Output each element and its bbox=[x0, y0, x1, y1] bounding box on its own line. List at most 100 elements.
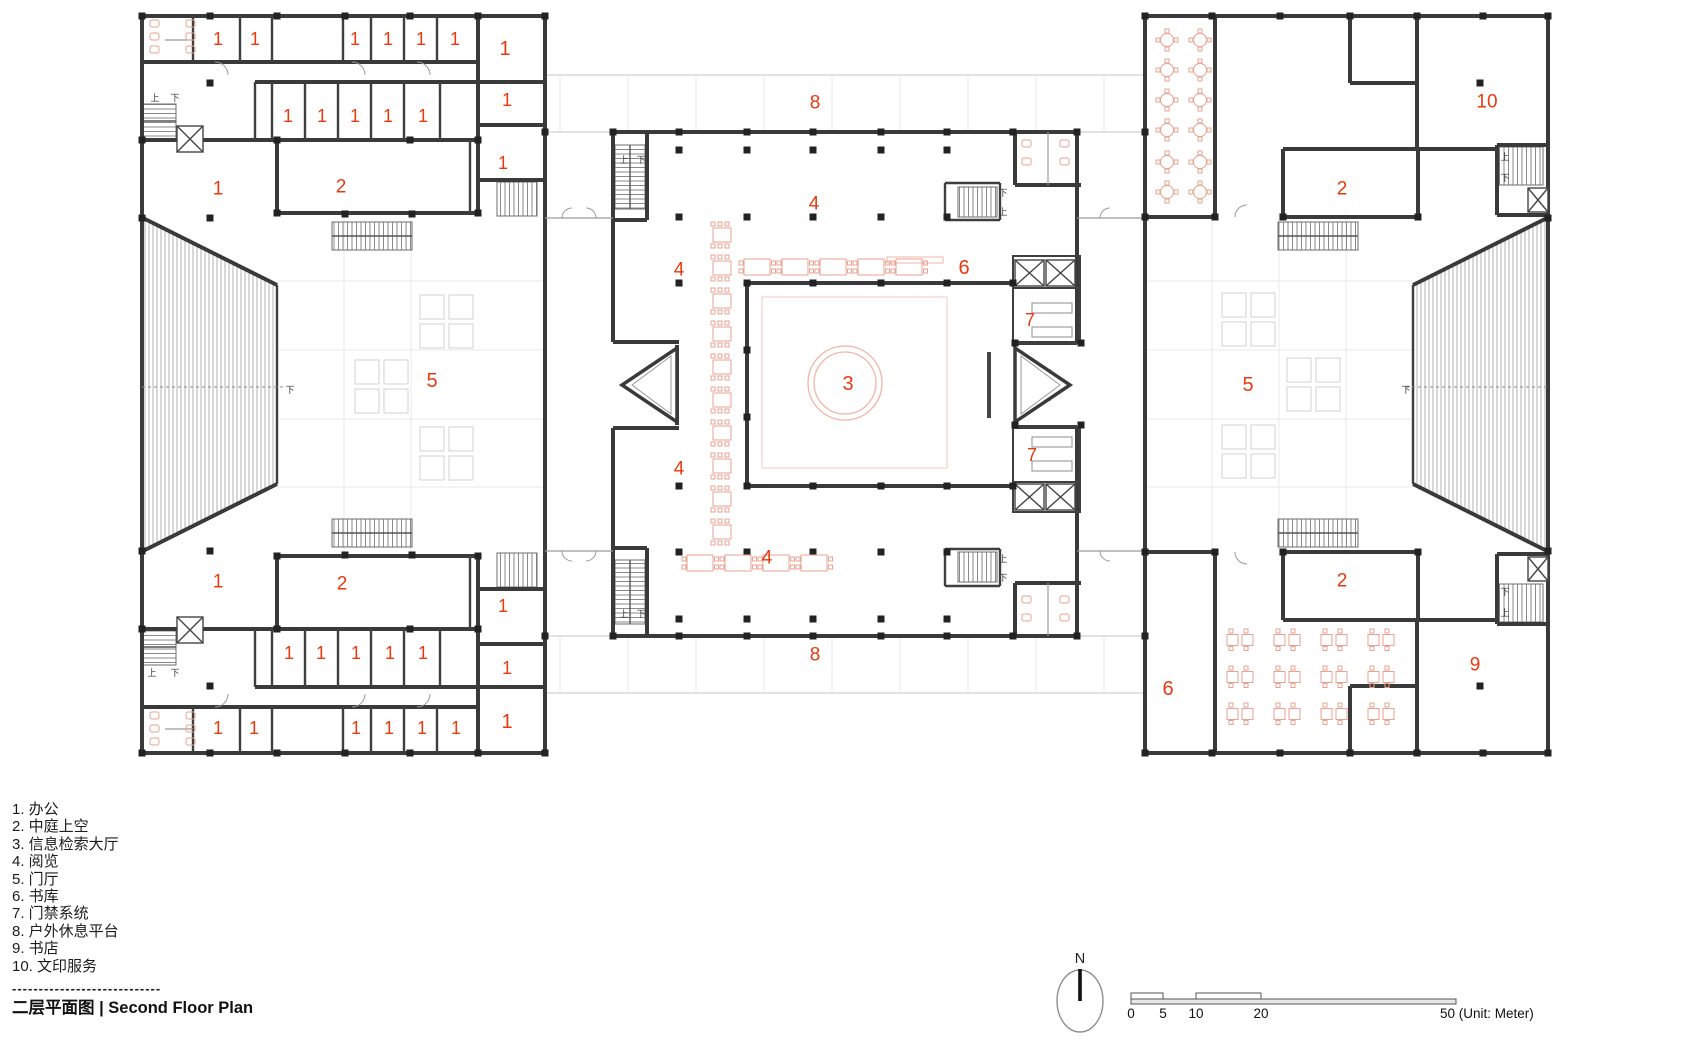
furniture-symbol bbox=[1193, 155, 1207, 169]
furniture-symbol bbox=[1273, 708, 1286, 720]
structural-column bbox=[1413, 749, 1421, 757]
room-label: 7 bbox=[1027, 445, 1037, 465]
stair-direction-label: 上 bbox=[147, 668, 156, 678]
toilet-fixture bbox=[185, 45, 196, 54]
furniture-symbol bbox=[814, 260, 820, 266]
structural-column bbox=[541, 632, 549, 640]
structural-column bbox=[273, 625, 281, 633]
furniture-symbol bbox=[724, 408, 730, 414]
furniture-symbol bbox=[1367, 708, 1380, 720]
furniture-symbol bbox=[710, 276, 716, 282]
furniture-symbol bbox=[1228, 646, 1234, 651]
hatched-wedge-east bbox=[1413, 218, 1547, 551]
furniture-symbol bbox=[1160, 155, 1174, 169]
structural-column bbox=[943, 213, 951, 221]
furniture-symbol bbox=[738, 268, 744, 274]
structural-column bbox=[743, 279, 751, 287]
skylight-square bbox=[419, 323, 445, 349]
structural-column bbox=[138, 12, 146, 20]
furniture-symbol bbox=[1288, 671, 1301, 683]
furniture-symbol bbox=[1164, 136, 1170, 142]
room-label: 1 bbox=[418, 643, 428, 663]
skylight-square bbox=[1250, 424, 1276, 450]
room-label: 1 bbox=[385, 643, 395, 663]
furniture-symbol bbox=[724, 507, 730, 513]
structural-column bbox=[877, 632, 885, 640]
scale-tick-label: 0 bbox=[1127, 1006, 1135, 1021]
room-label: 3 bbox=[842, 373, 853, 395]
furniture-symbol bbox=[724, 353, 730, 359]
furniture-symbol bbox=[719, 564, 725, 570]
skylight-square bbox=[354, 359, 380, 385]
room-label: 8 bbox=[810, 645, 821, 666]
furniture-symbol bbox=[1197, 150, 1203, 156]
furniture-symbol bbox=[1322, 720, 1328, 725]
structural-column bbox=[341, 551, 349, 559]
furniture-symbol bbox=[712, 491, 732, 507]
structural-column bbox=[1141, 548, 1149, 556]
furniture-symbol bbox=[712, 326, 732, 342]
furniture-symbol bbox=[1226, 634, 1239, 646]
skylight-square bbox=[1315, 357, 1341, 383]
structural-column bbox=[1208, 12, 1216, 20]
stair-direction-label: 上 bbox=[1500, 152, 1509, 162]
stair-direction-label: 下 bbox=[170, 668, 179, 678]
furniture-symbol bbox=[1322, 628, 1328, 634]
furniture-symbol bbox=[724, 518, 730, 524]
elevator-x-icon bbox=[1014, 483, 1045, 511]
furniture-symbol bbox=[923, 268, 928, 274]
room-label: 1 bbox=[384, 718, 394, 738]
structural-column bbox=[943, 482, 951, 490]
structural-column bbox=[809, 146, 817, 154]
furniture-symbol bbox=[1193, 33, 1207, 47]
stair-direction-label: 下 bbox=[1500, 173, 1509, 183]
furniture-symbol bbox=[717, 540, 723, 546]
furniture-symbol bbox=[1273, 671, 1286, 683]
structural-column bbox=[675, 213, 683, 221]
furniture-symbol bbox=[710, 474, 716, 480]
stair-direction-label: 上 bbox=[619, 609, 628, 619]
room-label: 1 bbox=[383, 29, 393, 49]
furniture-symbol bbox=[1243, 683, 1249, 688]
toilet-fixture bbox=[185, 32, 196, 41]
furniture-symbol bbox=[1206, 189, 1212, 195]
toilet-fixture bbox=[149, 737, 160, 746]
furniture-symbol bbox=[1228, 683, 1234, 688]
room-label: 1 bbox=[499, 38, 510, 60]
furniture-symbol bbox=[1288, 708, 1301, 720]
stair-direction-label: 上 bbox=[150, 93, 159, 103]
room-label: 7 bbox=[1025, 310, 1035, 330]
skylight-square bbox=[354, 388, 380, 414]
furniture-symbol bbox=[710, 540, 716, 546]
room-label: 1 bbox=[213, 718, 223, 738]
furniture-symbol bbox=[724, 386, 730, 392]
furniture-symbol bbox=[724, 419, 730, 425]
furniture-symbol bbox=[714, 564, 719, 570]
furniture-symbol bbox=[717, 518, 723, 524]
furniture-symbol bbox=[1197, 58, 1203, 64]
skylight-square bbox=[1250, 321, 1276, 347]
furniture-symbol bbox=[1384, 628, 1390, 634]
furniture-symbol bbox=[1164, 106, 1170, 112]
furniture-symbol bbox=[1228, 628, 1234, 634]
furniture-symbol bbox=[1320, 708, 1333, 720]
toilet-fixture bbox=[149, 711, 160, 720]
stair-flights bbox=[142, 103, 1544, 666]
structural-column bbox=[541, 12, 549, 20]
skylight-square bbox=[419, 426, 445, 452]
room-label: 1 bbox=[418, 106, 428, 126]
elevator-x-icon bbox=[176, 616, 204, 644]
structural-column bbox=[943, 548, 951, 556]
structural-column bbox=[1011, 421, 1019, 429]
furniture-symbol bbox=[724, 452, 730, 458]
furniture-symbol bbox=[1337, 702, 1343, 708]
furniture-symbol bbox=[1369, 646, 1375, 651]
furniture-symbol bbox=[710, 375, 716, 381]
structural-column bbox=[743, 346, 751, 354]
furniture-symbol bbox=[724, 441, 730, 447]
structural-column bbox=[408, 551, 416, 559]
structural-column bbox=[273, 749, 281, 757]
structural-column bbox=[1009, 128, 1017, 136]
